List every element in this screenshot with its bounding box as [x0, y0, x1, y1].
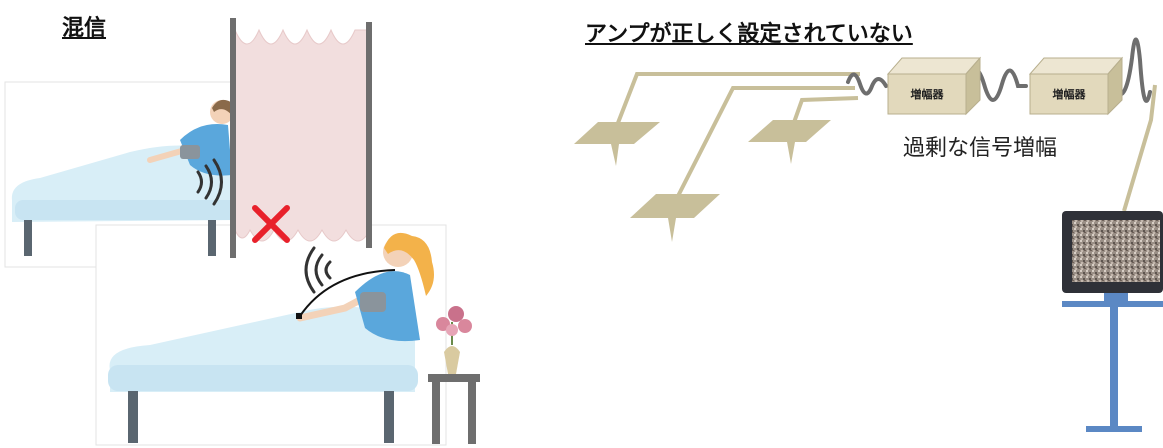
- amplifier-box-icon: 増幅器: [886, 56, 982, 116]
- antenna-cables: [614, 72, 1157, 212]
- amplifier-label: 増幅器: [1053, 87, 1087, 101]
- interference-partition: [230, 18, 372, 258]
- patient-icon: [147, 99, 234, 176]
- antenna-icon: [748, 120, 831, 164]
- interference-title: 混信: [62, 16, 107, 41]
- flower-vase-icon: [428, 306, 480, 444]
- radio-wave-icon: [304, 246, 332, 294]
- patient-icon: [296, 232, 434, 342]
- bed-icon: [11, 145, 240, 256]
- amplifier-label: 増幅器: [911, 87, 945, 101]
- amplifier-box-icon: 増幅器: [1028, 56, 1124, 116]
- antenna-icon: [630, 194, 720, 242]
- excess-amplification-label: 過剰な信号増幅: [903, 136, 1058, 161]
- bed-icon: [108, 306, 418, 443]
- noise-monitor-icon: [1062, 211, 1163, 432]
- radio-wave-icon: [196, 158, 223, 206]
- cross-icon: [252, 205, 290, 243]
- antenna-icon: [574, 122, 660, 166]
- amplifier-misconfig-title: アンプが正しく設定されていない: [585, 22, 913, 47]
